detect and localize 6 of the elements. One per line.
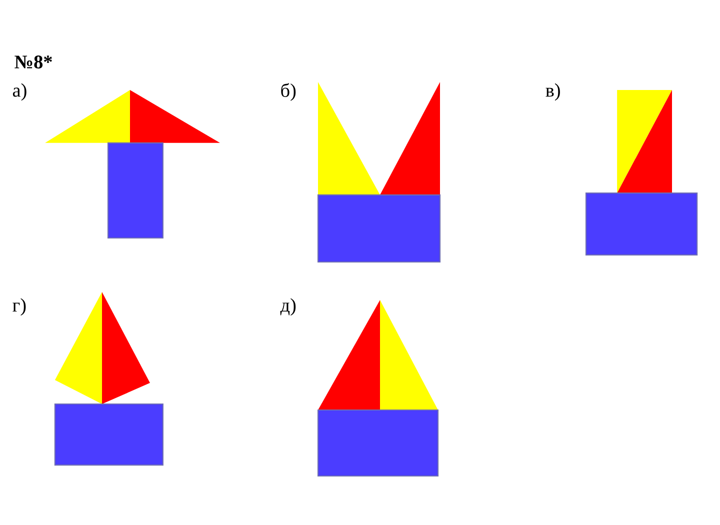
problem-number: №8*	[14, 55, 52, 68]
part-label: в)	[546, 83, 560, 101]
part-label: а)	[12, 83, 26, 101]
part-label: д)	[280, 298, 296, 316]
part-label: б)	[281, 83, 296, 101]
part-label: г)	[12, 298, 26, 316]
